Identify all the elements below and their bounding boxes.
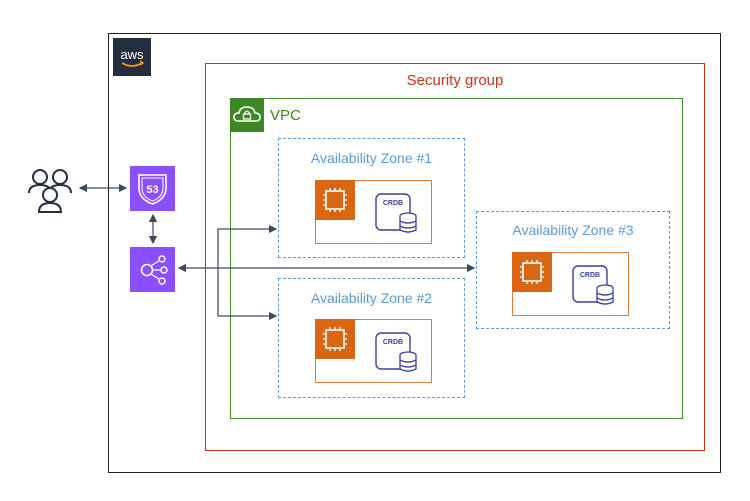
database-label: CRDB [580,272,600,279]
security-group-frame [205,63,705,451]
ec2-chip-icon [512,252,552,292]
availability-zone-2-label: Availability Zone #2 [310,290,433,306]
availability-zone-3-label: Availability Zone #3 [512,222,634,238]
aws-cloud-frame [108,33,721,473]
ec2-chip-icon [315,180,355,220]
aws-logo-text: aws [120,47,144,62]
database-icon: CRDB [374,192,419,236]
vpc-frame [230,98,683,419]
database-label: CRDB [383,339,403,346]
load-balancer-icon [130,247,175,292]
security-group-label: Security group [406,72,504,89]
availability-zone-1 [278,138,465,258]
database-icon: CRDB [374,331,419,375]
database-label: CRDB [383,200,403,207]
ec2-chip-icon [315,319,355,359]
route53-icon: 53 [130,166,175,211]
availability-zone-3 [476,211,670,329]
aws-logo-icon: aws [113,38,151,76]
users-icon [28,167,76,220]
database-icon: CRDB [571,264,616,308]
route53-label: 53 [146,184,158,196]
cloud-lock-icon [230,98,264,132]
availability-zone-2 [278,278,465,398]
vpc-label: VPC [270,107,301,124]
availability-zone-1-label: Availability Zone #1 [310,150,433,166]
